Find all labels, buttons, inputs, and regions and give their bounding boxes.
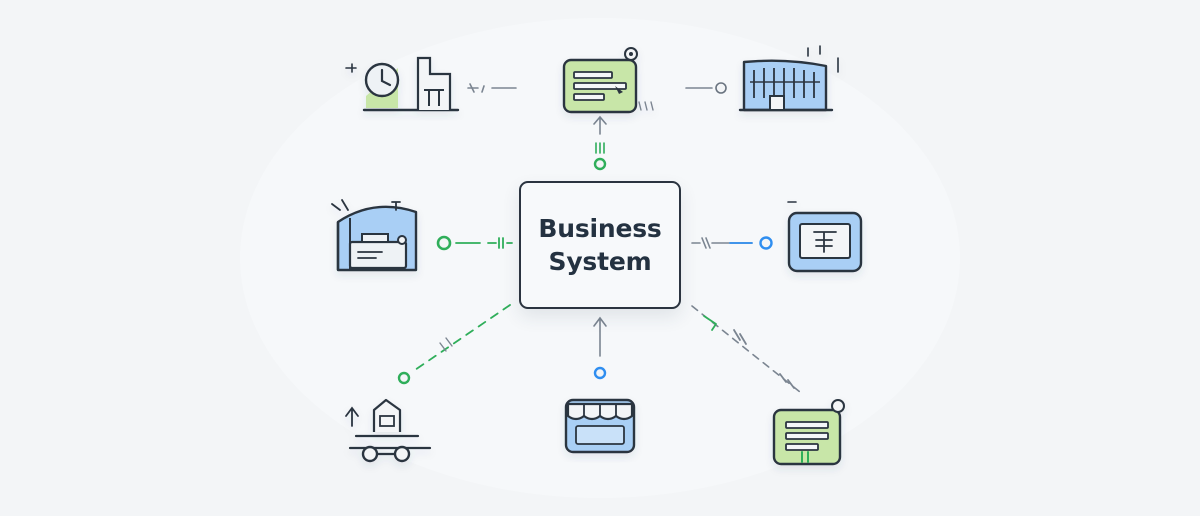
connector-top (593, 115, 607, 171)
delivery-cart-icon (345, 398, 432, 463)
connector-bottom-right (691, 305, 801, 393)
connector-bottom (593, 316, 607, 380)
connector-bottom-left (397, 304, 511, 385)
connector-right (691, 236, 773, 250)
connector-top-right (685, 82, 727, 94)
hub-title-line1: Business (538, 214, 662, 243)
invoice-card-icon (772, 399, 845, 466)
hub-title-line2: System (548, 247, 652, 276)
office-building-icon (738, 45, 839, 112)
warehouse-icon (331, 199, 418, 272)
connector-top-left (467, 83, 517, 93)
hub-title: Business System (538, 212, 661, 278)
monitor-document-icon (787, 201, 863, 273)
business-system-hub: Business System (519, 181, 681, 309)
clock-office-icon (345, 56, 460, 112)
document-card-icon (562, 47, 654, 114)
connector-bottom-left-marks (439, 337, 453, 352)
storefront-icon (564, 398, 636, 454)
connector-bottom-right-marks (703, 315, 795, 389)
connector-left (436, 235, 513, 251)
